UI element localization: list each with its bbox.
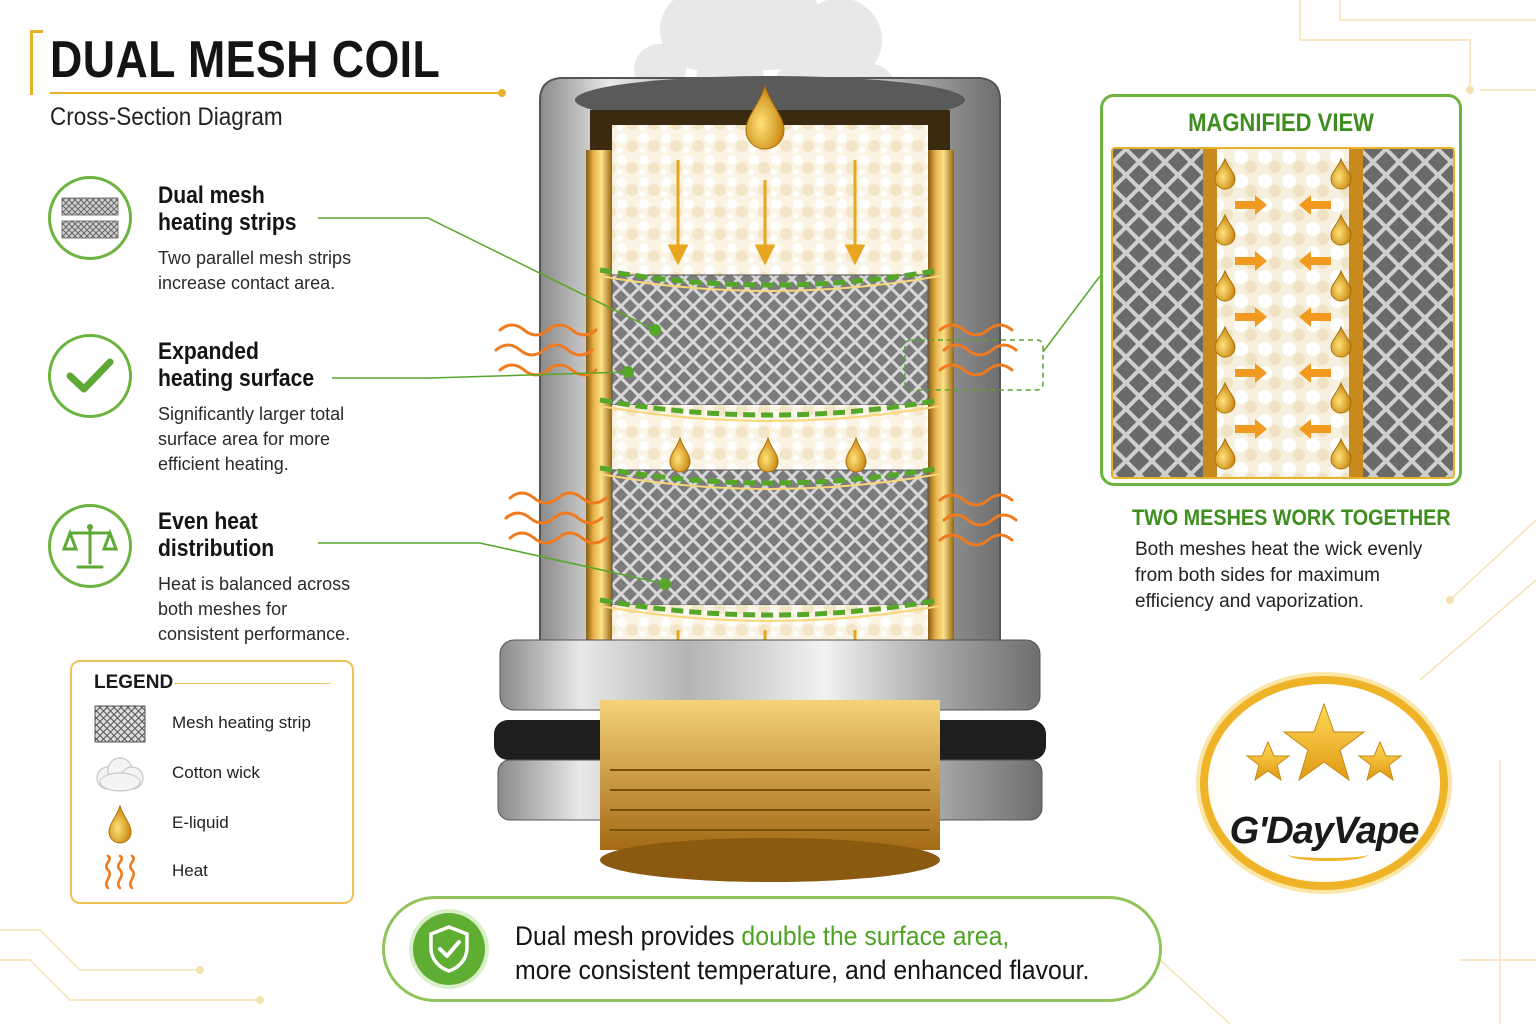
feature-desc: surface area for more xyxy=(158,429,331,449)
title-bracket xyxy=(30,30,43,95)
feature-title: Even heat xyxy=(158,508,258,535)
legend-item: Heat xyxy=(92,850,342,894)
feature-desc: efficient heating. xyxy=(158,454,289,474)
magnified-view-panel: MAGNIFIED VIEW xyxy=(1100,94,1462,486)
e-liquid-drop-icon xyxy=(92,802,148,846)
page-subtitle: Cross-Section Diagram xyxy=(50,103,283,131)
page-title: DUAL MESH COIL xyxy=(50,31,441,89)
legend-title: LEGEND xyxy=(94,672,174,693)
feature-title: heating surface xyxy=(158,365,315,392)
shield-check-icon xyxy=(413,913,485,985)
feature-desc: Significantly larger total xyxy=(158,404,345,424)
feature-expanded-surface: Expanded heating surface Significantly l… xyxy=(158,338,344,477)
mesh-strip-icon xyxy=(92,702,148,746)
summary-highlight: double the surface area, xyxy=(741,921,1010,951)
together-desc-line: from both sides for maximum xyxy=(1135,565,1380,586)
feature-desc: Heat is balanced across xyxy=(158,574,351,594)
feature-title: Expanded xyxy=(158,338,259,365)
brand-logo-text: G'DayVape xyxy=(1229,810,1420,852)
legend-label: Heat xyxy=(172,861,208,880)
feature-desc: Two parallel mesh strips xyxy=(158,248,352,268)
together-desc-line: Both meshes heat the wick evenly xyxy=(1135,539,1423,560)
together-description: Both meshes heat the wick evenly from bo… xyxy=(1135,537,1422,615)
legend-divider xyxy=(174,683,330,684)
brand-swoosh xyxy=(1288,848,1368,861)
summary-line2: more consistent temperature, and enhance… xyxy=(515,955,1090,985)
checkmark-icon xyxy=(48,334,132,418)
legend-item: Mesh heating strip xyxy=(92,702,342,746)
stars-icon xyxy=(1245,702,1403,782)
magnified-image xyxy=(1111,147,1455,479)
together-title: TWO MESHES WORK TOGETHER xyxy=(1132,505,1451,530)
magnified-title: MAGNIFIED VIEW xyxy=(1188,109,1374,137)
mesh-strip-icon xyxy=(48,176,132,260)
feature-dual-mesh: Dual mesh heating strips Two parallel me… xyxy=(158,182,351,296)
summary-prefix: Dual mesh provides xyxy=(515,921,742,951)
feature-title: distribution xyxy=(158,535,275,562)
title-underline xyxy=(50,89,506,97)
together-desc-line: efficiency and vaporization. xyxy=(1135,591,1364,612)
summary-text: Dual mesh provides double the surface ar… xyxy=(515,919,1089,987)
feature-title: Dual mesh xyxy=(158,182,265,209)
feature-even-heat: Even heat distribution Heat is balanced … xyxy=(158,508,350,647)
legend: LEGEND Mesh heating strip xyxy=(70,660,354,904)
heat-waves-icon xyxy=(92,850,148,894)
legend-label: E-liquid xyxy=(172,813,229,832)
feature-desc: both meshes for xyxy=(158,599,288,619)
legend-item: E-liquid xyxy=(92,802,342,846)
summary-banner: Dual mesh provides double the surface ar… xyxy=(382,896,1162,1002)
feature-title: heating strips xyxy=(158,209,297,236)
coil-cross-section xyxy=(494,0,1046,882)
feature-desc: consistent performance. xyxy=(158,624,351,644)
brand-badge: G'DayVape xyxy=(1200,676,1448,890)
cotton-wick-icon xyxy=(92,752,148,796)
legend-label: Mesh heating strip xyxy=(172,713,311,732)
legend-label: Cotton wick xyxy=(172,763,260,782)
balance-scale-icon xyxy=(48,504,132,588)
legend-item: Cotton wick xyxy=(92,752,342,796)
title-block: DUAL MESH COIL xyxy=(30,22,506,97)
feature-desc: increase contact area. xyxy=(158,273,336,293)
